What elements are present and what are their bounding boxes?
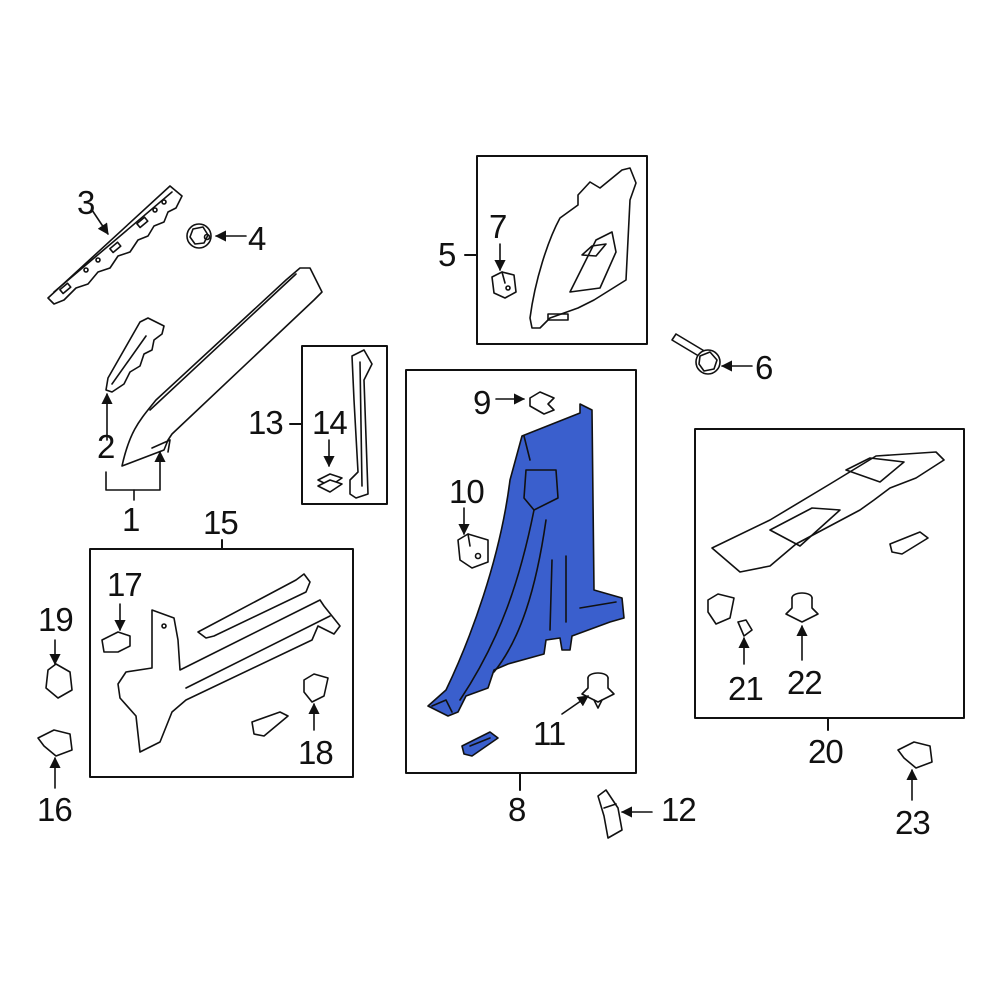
part-21-clip[interactable] (737, 619, 753, 637)
callout-10[interactable]: 10 (449, 473, 485, 510)
part-19-clip[interactable] (45, 663, 73, 699)
callout-3[interactable]: 3 (77, 184, 95, 221)
part-22-push-pin[interactable] (785, 592, 819, 623)
callout-9[interactable]: 9 (473, 384, 491, 421)
part-20-cover-clip[interactable] (707, 593, 735, 625)
part-2-clip[interactable] (105, 317, 165, 393)
part-15-small-insert[interactable] (251, 711, 289, 737)
part-1-a-pillar-trim[interactable] (121, 267, 323, 467)
part-6-bolt[interactable] (671, 333, 721, 375)
callout-18[interactable]: 18 (298, 734, 334, 771)
part-15-sill-trim-panel[interactable] (117, 599, 341, 753)
part-20-small-insert[interactable] (889, 531, 929, 555)
part-3-bracket[interactable] (47, 185, 183, 305)
callout-2[interactable]: 2 (97, 428, 115, 465)
part-4-nut[interactable] (186, 223, 212, 249)
part-8-small-insert[interactable] (461, 731, 499, 757)
callout-1[interactable]: 1 (122, 501, 140, 538)
part-9-clip[interactable] (529, 391, 555, 415)
part-14-clip[interactable] (317, 473, 343, 493)
part-5-pillar-upper-trim[interactable] (529, 167, 637, 329)
callout-22[interactable]: 22 (787, 664, 823, 701)
callout-14[interactable]: 14 (312, 404, 348, 441)
part-13-trim-strip[interactable] (349, 349, 373, 499)
group-box-5 (476, 155, 648, 345)
callout-20[interactable]: 20 (808, 733, 844, 770)
callout-19[interactable]: 19 (38, 601, 74, 638)
part-12-clip[interactable] (597, 789, 623, 839)
callout-16[interactable]: 16 (37, 791, 73, 828)
callout-23[interactable]: 23 (895, 804, 931, 841)
callout-7[interactable]: 7 (489, 208, 507, 245)
part-18-clip[interactable] (303, 673, 329, 703)
callout-17[interactable]: 17 (107, 566, 143, 603)
part-17-clip[interactable] (101, 631, 131, 653)
part-20-sill-plate[interactable] (711, 451, 945, 573)
part-8-b-pillar-lower-trim-highlighted[interactable] (427, 403, 625, 717)
callout-13[interactable]: 13 (248, 404, 284, 441)
part-23-clip[interactable] (897, 741, 933, 769)
callout-6[interactable]: 6 (755, 349, 773, 386)
callout-arrows (49, 209, 918, 818)
part-16-clip[interactable] (37, 729, 73, 757)
callout-4[interactable]: 4 (248, 220, 266, 257)
callout-12[interactable]: 12 (661, 791, 697, 828)
callout-8[interactable]: 8 (508, 791, 526, 828)
part-7-nut-clip[interactable] (491, 271, 517, 299)
callout-15[interactable]: 15 (203, 504, 239, 541)
callout-11[interactable]: 11 (533, 715, 566, 752)
part-11-push-pin[interactable] (581, 672, 615, 709)
group-box-20 (694, 428, 965, 719)
callout-5[interactable]: 5 (438, 236, 456, 273)
part-15-sill-trim-upper-strip[interactable] (197, 573, 311, 639)
part-10-nut-clip[interactable] (457, 533, 489, 569)
callout-21[interactable]: 21 (728, 670, 764, 707)
